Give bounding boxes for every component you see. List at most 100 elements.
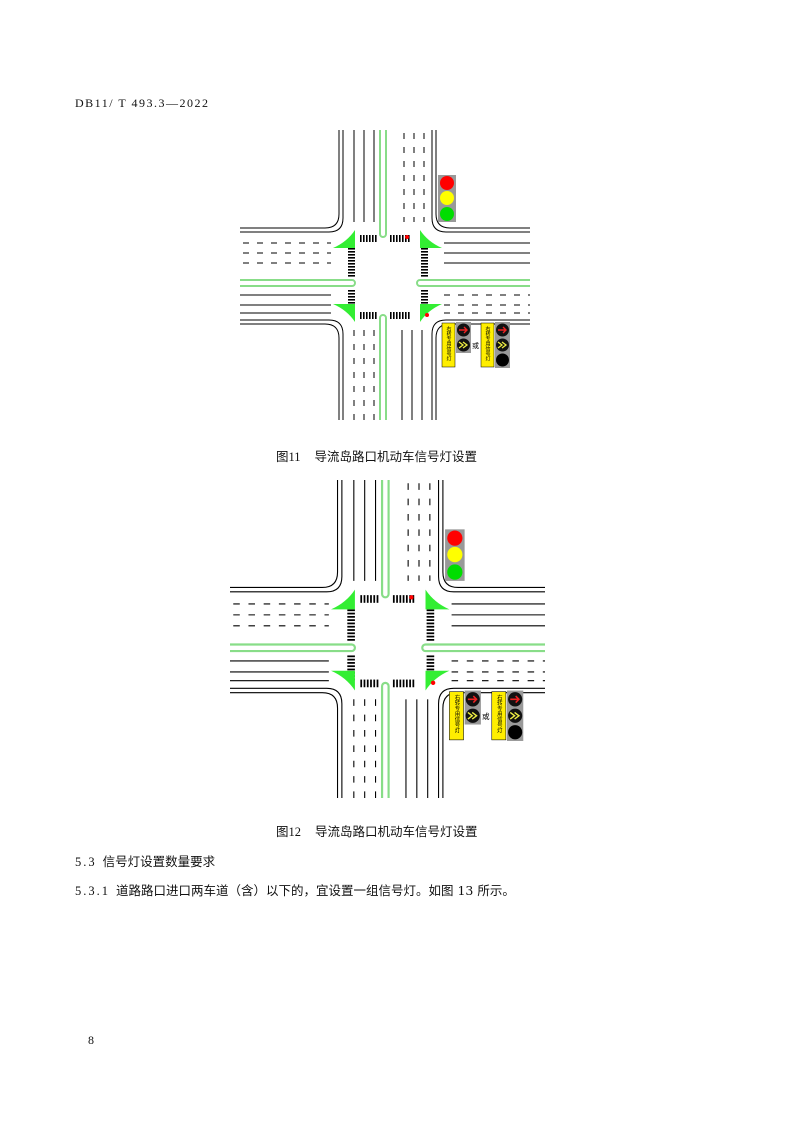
median-east: [416, 279, 530, 287]
lamp: [508, 725, 523, 740]
road-edge: [438, 480, 545, 593]
yellow-arrow-icon: [509, 711, 521, 720]
crosswalk-stripe: [347, 662, 355, 664]
crosswalk-stripe: [402, 312, 404, 319]
figure-title: 导流岛路口机动车信号灯设置: [314, 449, 478, 464]
crosswalk-stripe: [409, 679, 411, 688]
median-south: [380, 681, 390, 798]
crosswalk-stripe: [421, 260, 428, 262]
crosswalk-stripe: [396, 595, 398, 603]
crosswalk-stripe: [347, 665, 355, 668]
sign-lettering: 右转专用信号灯: [485, 325, 491, 362]
sign-lettering: 右转专用信号灯: [453, 694, 460, 735]
crosswalk-stripe: [366, 595, 369, 603]
crosswalk-stripe: [426, 655, 435, 658]
crosswalk-stripe: [376, 679, 379, 688]
crosswalk-stripe: [408, 312, 410, 319]
right-turn-sign: [441, 322, 456, 368]
sign-lettering: 右转专用信号灯: [496, 694, 503, 735]
traffic-light-lamp: [440, 176, 454, 190]
crosswalk-stripe: [421, 251, 428, 253]
traffic-light-lamp: [440, 191, 454, 205]
crosswalk-stripe: [348, 275, 355, 277]
crosswalk-stripe: [348, 272, 355, 274]
crosswalk-stripe: [421, 290, 428, 292]
page-number: 8: [88, 1033, 94, 1047]
crosswalk-stripe: [421, 275, 428, 277]
crosswalk-stripe: [376, 595, 379, 603]
crosswalk-stripe: [347, 635, 355, 638]
crosswalk-stripe: [408, 235, 410, 242]
crosswalk-stripe: [347, 629, 355, 631]
crosswalk-stripe: [402, 595, 405, 603]
crosswalk-stripe: [347, 615, 355, 618]
signal-marker: [409, 595, 414, 600]
figure-12-caption: 图12 导流岛路口机动车信号灯设置: [276, 821, 478, 840]
road-edge: [435, 130, 530, 229]
road-edge: [230, 687, 343, 798]
crosswalk-stripe: [347, 632, 355, 635]
median-north: [379, 130, 387, 238]
right-turn-sign: [449, 691, 464, 741]
crosswalk-stripe: [399, 679, 402, 688]
crosswalk-stripe: [412, 679, 415, 688]
document-code: DB11/ T 493.3—2022: [75, 96, 210, 110]
crosswalk-stripe: [402, 235, 404, 242]
median-east: [421, 643, 545, 653]
crosswalk-stripe: [396, 679, 398, 688]
sign-lettering: 右转专用信号灯: [446, 325, 452, 362]
crosswalk-stripe: [402, 679, 405, 688]
crosswalk-stripe: [347, 612, 355, 615]
figure-title: 导流岛路口机动车信号灯设置: [315, 824, 478, 839]
figure-number: 图12: [276, 825, 302, 839]
crosswalk-stripe: [426, 609, 435, 612]
right-turn-sign: [491, 691, 507, 741]
yellow-arrow-icon: [458, 341, 469, 349]
right-arrow-icon: [467, 695, 478, 704]
crosswalk-stripe: [426, 635, 435, 638]
figure-number: 图11: [276, 450, 301, 464]
crosswalk-stripe: [426, 615, 435, 618]
channelization-island: [425, 589, 450, 610]
signal-marker: [430, 680, 436, 686]
crosswalk-stripe: [426, 622, 435, 625]
crosswalk-stripe: [421, 299, 428, 301]
median-south: [379, 314, 387, 420]
road-edge: [240, 130, 344, 233]
channelization-island: [420, 304, 442, 322]
road-edge: [442, 480, 545, 589]
road-edge: [431, 319, 530, 420]
crosswalk-stripe: [369, 235, 371, 242]
crosswalk-stripe: [372, 235, 374, 242]
crosswalk-stripe: [399, 312, 401, 319]
crosswalk-stripe: [421, 266, 428, 268]
crosswalk-stripe: [363, 595, 366, 603]
crosswalk-stripe: [348, 269, 355, 271]
crosswalk-stripe: [363, 312, 365, 319]
crosswalk-stripe: [421, 296, 428, 298]
crosswalk-stripe: [348, 248, 355, 250]
crosswalk-stripe: [348, 260, 355, 262]
yellow-arrow-icon: [497, 341, 508, 349]
traffic-light-lamp: [447, 530, 463, 546]
crosswalk-stripe: [426, 625, 435, 628]
figure-12-intersection-diagram: 右转专用信号灯右转专用信号灯或: [230, 480, 545, 798]
crosswalk-stripe: [360, 235, 362, 242]
crosswalk-stripe: [347, 609, 355, 612]
channelization-island: [425, 670, 450, 691]
road-edge: [240, 323, 340, 420]
crosswalk-stripe: [375, 235, 377, 242]
channelization-island: [331, 589, 355, 610]
right-turn-sign: [480, 322, 495, 368]
crosswalk-stripe: [421, 293, 428, 295]
crosswalk-stripe: [426, 658, 435, 661]
crosswalk-stripe: [348, 254, 355, 256]
crosswalk-stripe: [426, 629, 435, 631]
crosswalk-stripe: [393, 235, 395, 242]
right-arrow-icon: [459, 326, 468, 334]
crosswalk-stripe: [348, 266, 355, 268]
channelization-island: [420, 230, 442, 248]
crosswalk-stripe: [360, 312, 362, 319]
